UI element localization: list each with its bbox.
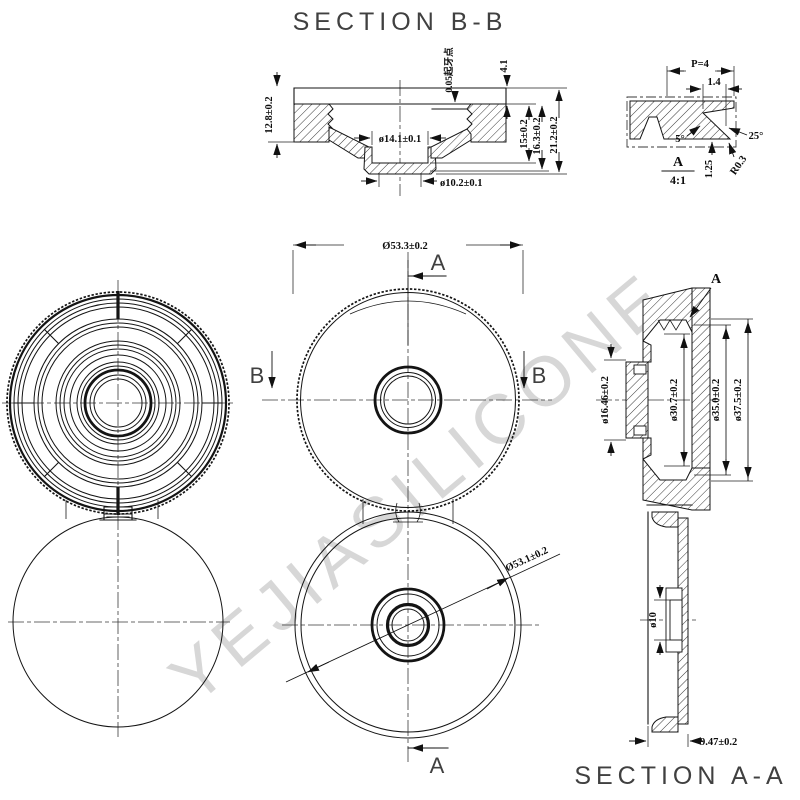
dim-detail-pitch: P=4 [691, 59, 709, 70]
dim-bb-step: 4.1 [499, 59, 510, 72]
section-a-marker-top: A [431, 250, 446, 275]
dim-bb-boss-dia: ø14.1±0.1 [379, 134, 422, 145]
dim-aa-mid-dia: ø35.0±0.2 [711, 379, 722, 422]
dim-front-outer-dia: Ø53.3±0.2 [382, 241, 427, 252]
dim-aa-hub-dia: ø10 [648, 612, 659, 628]
left-front-view [2, 280, 235, 737]
section-b-marker-left: B [250, 363, 265, 388]
dim-bb-thread-note: 0.05起牙点 [443, 47, 455, 93]
detail-a-scale: 4:1 [670, 173, 686, 187]
section-a-marker-bottom: A [430, 753, 445, 778]
section-aa-title: SECTION A-A [574, 762, 787, 790]
dim-aa-thickness: 9.47±0.2 [700, 737, 737, 748]
dim-bb-boss-inner-dia: ø10.2±0.1 [440, 178, 483, 189]
section-bb-view: SECTION B-B 12.8±0.2 0.05起牙点 4.1 15±0.2 … [264, 8, 567, 196]
dim-aa-groove-dia: ø30.7±0.2 [669, 379, 680, 422]
section-aa-view: A ø16.46±0.2 ø30.7±0.2 ø35.0±0.2 ø37.5±0… [574, 272, 787, 790]
dim-bb-total-height: 21.2±0.2 [549, 116, 560, 153]
section-bb-title: SECTION B-B [293, 8, 508, 36]
dim-detail-flank-angle: 5° [675, 134, 684, 145]
detail-a-label: A [673, 155, 684, 170]
dim-bb-mid-depth: 16.3±0.2 [532, 117, 543, 154]
dim-bb-inner-depth: 15±0.2 [519, 119, 530, 148]
dim-aa-outer-dia: ø37.5±0.2 [733, 379, 744, 422]
dim-aa-boss-dia: ø16.46±0.2 [600, 376, 611, 424]
dim-detail-land: 1.4 [707, 77, 721, 88]
dim-bb-wall-height: 12.8±0.2 [264, 96, 275, 133]
dim-detail-face-angle: 25° [749, 131, 764, 142]
detail-a-callout: A [711, 272, 722, 287]
section-b-marker-right: B [532, 363, 547, 388]
dim-detail-depth: 1.25 [704, 160, 715, 178]
